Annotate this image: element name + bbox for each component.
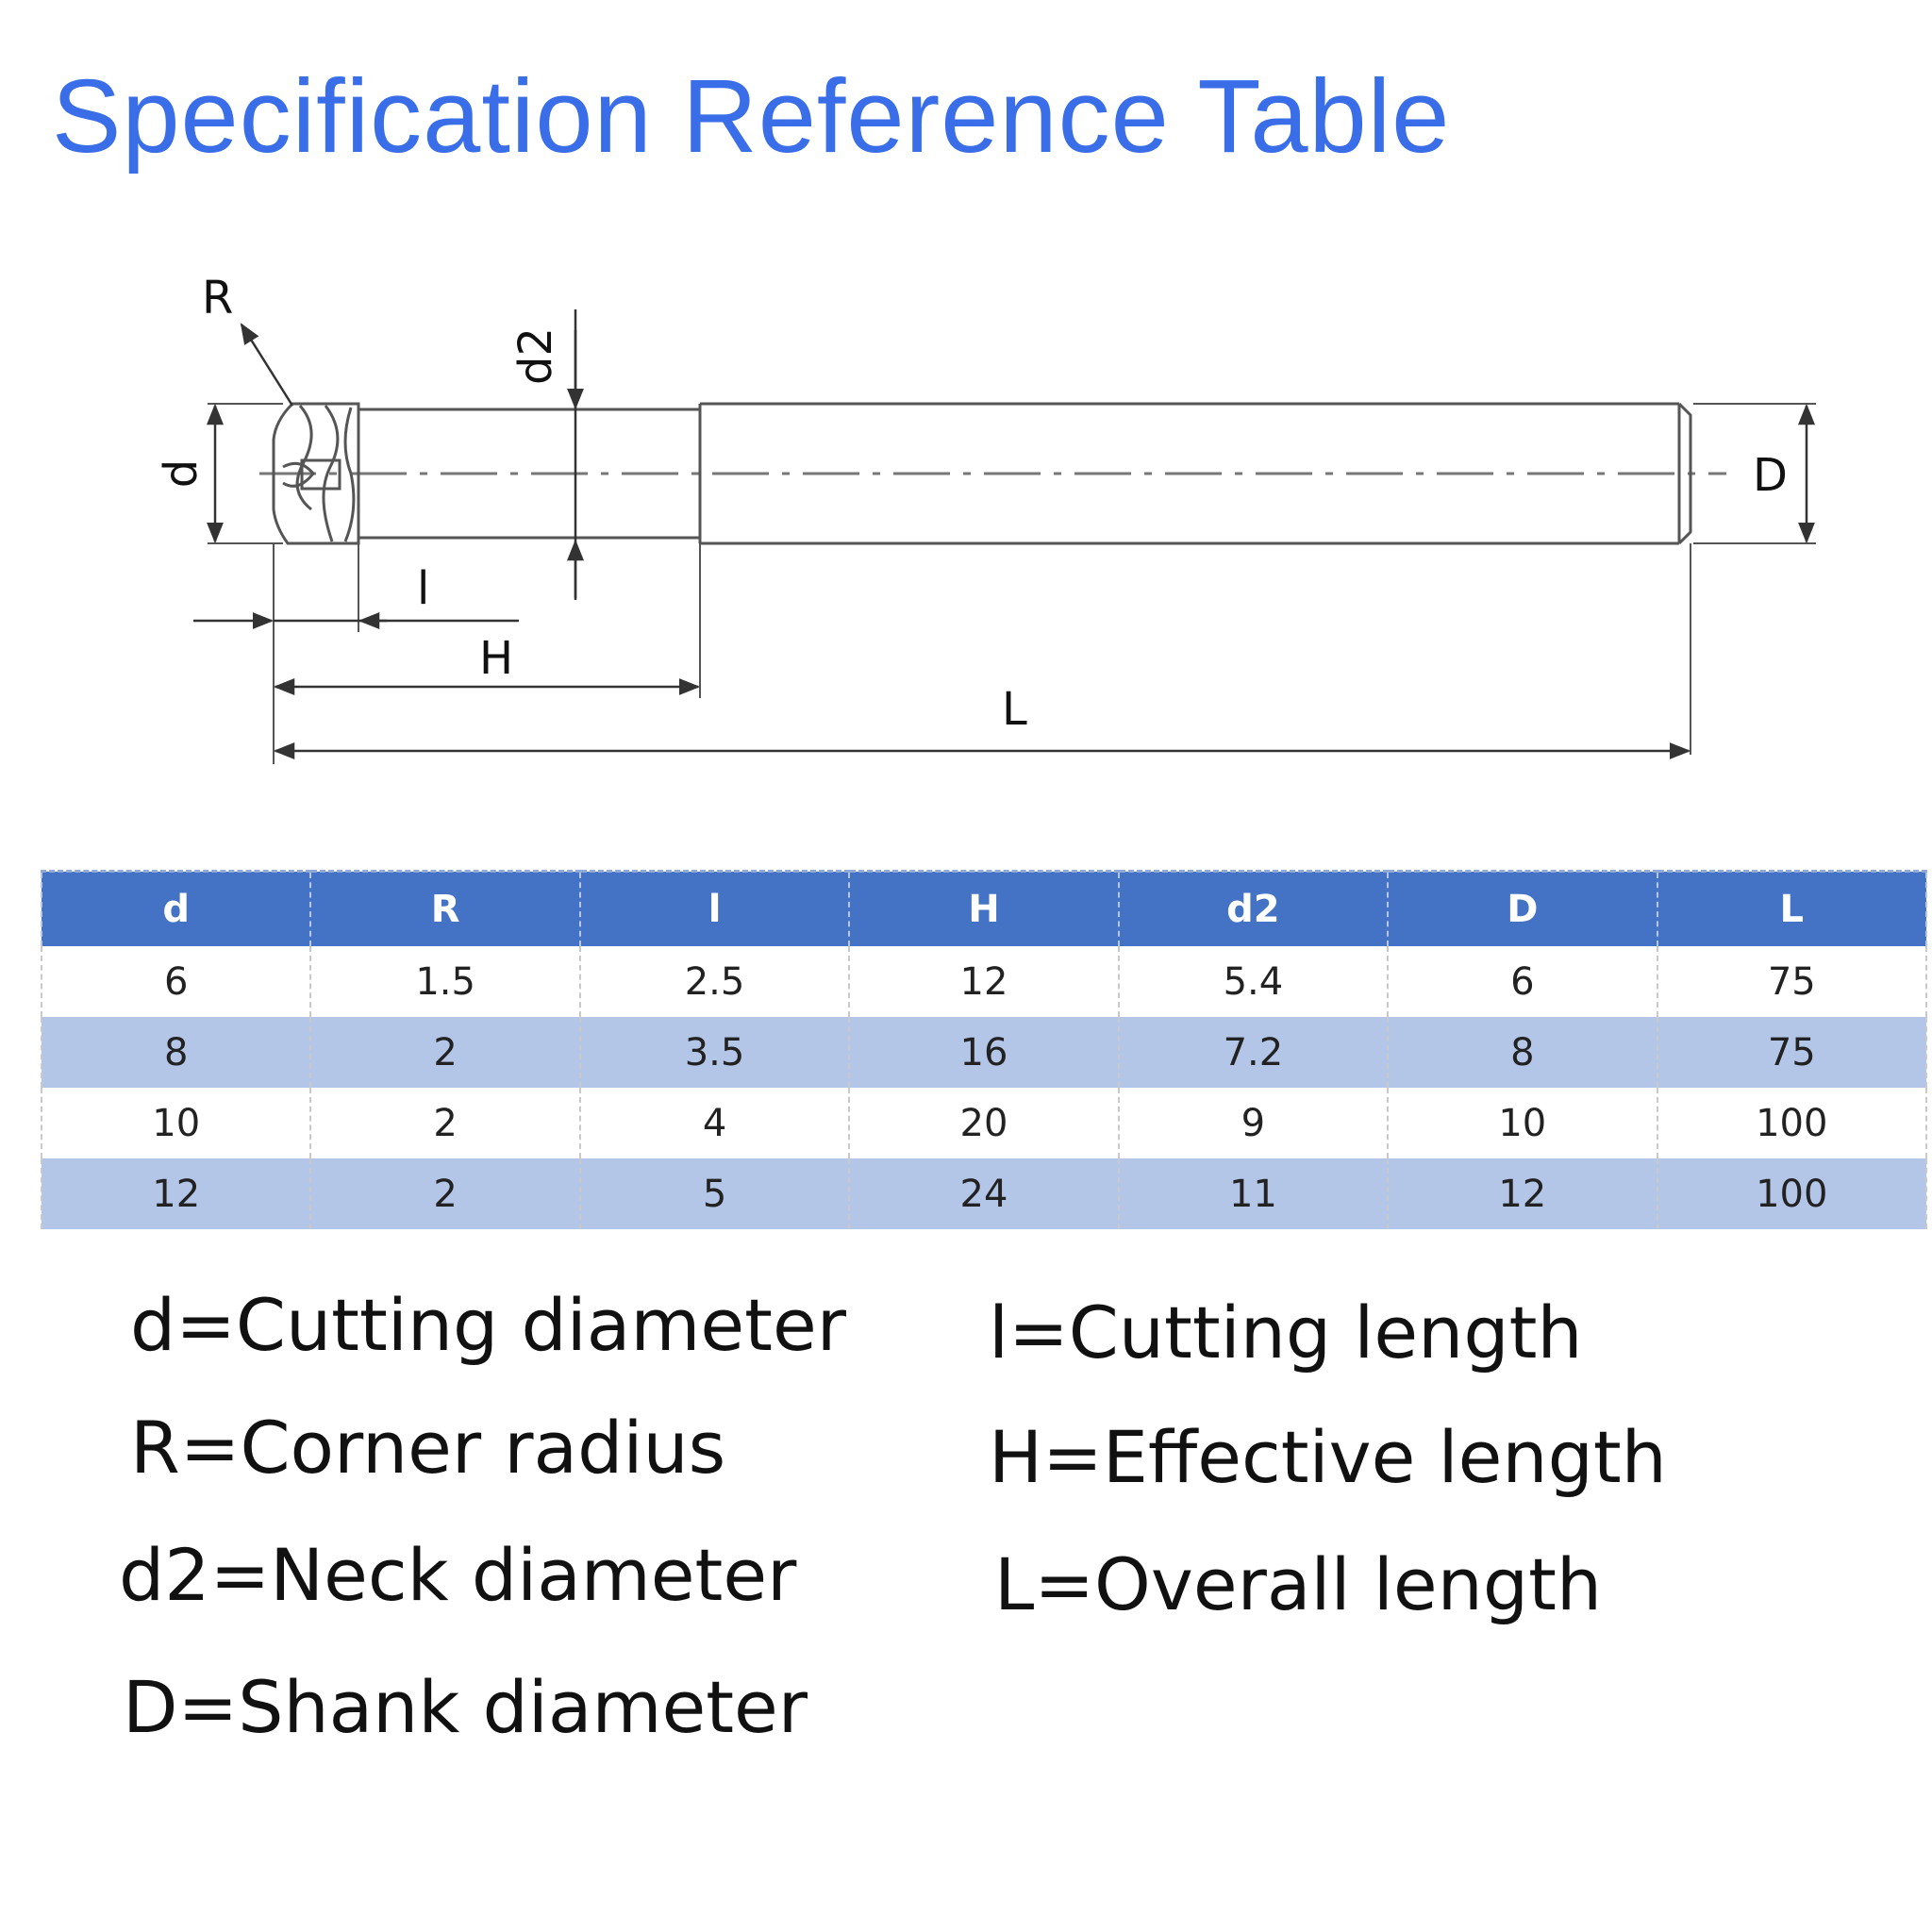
table-row: 6 1.5 2.5 12 5.4 6 75 <box>40 946 1928 1017</box>
table-cell: 5.4 <box>1117 946 1390 1017</box>
table-cell: 16 <box>848 1017 1120 1088</box>
table-cell: 6 <box>1387 946 1658 1017</box>
table-cell: 24 <box>848 1158 1120 1229</box>
table-cell: 10 <box>40 1088 312 1158</box>
table-cell: 2.5 <box>578 946 851 1017</box>
label-d: d <box>155 459 208 488</box>
spec-table: d R l H d2 D L 6 1.5 2.5 12 5.4 6 75 8 2… <box>40 870 1928 1229</box>
legend-neck-diameter: d2=Neck diameter <box>119 1533 797 1617</box>
table-cell: 7.2 <box>1117 1017 1390 1088</box>
label-r: R <box>202 272 233 325</box>
radius-leader <box>240 323 294 407</box>
header-cell: R <box>309 870 581 946</box>
label-L: L <box>1002 683 1027 736</box>
table-cell: 75 <box>1656 946 1928 1017</box>
table-cell: 5 <box>578 1158 851 1229</box>
table-cell: 8 <box>1387 1017 1658 1088</box>
table-cell: 11 <box>1117 1158 1390 1229</box>
table-cell: 9 <box>1117 1088 1390 1158</box>
table-cell: 2 <box>309 1158 581 1229</box>
table-cell: 6 <box>40 946 312 1017</box>
end-mill-drawing: R d2 d D l H L <box>155 272 1816 764</box>
table-cell: 100 <box>1656 1088 1928 1158</box>
header-cell: L <box>1656 870 1928 946</box>
tool-shank <box>698 402 1692 545</box>
label-D: D <box>1753 449 1788 502</box>
label-H: H <box>479 632 513 685</box>
label-d2: d2 <box>509 327 562 385</box>
legend-cutting-diameter: d=Cutting diameter <box>130 1283 846 1367</box>
table-cell: 75 <box>1656 1017 1928 1088</box>
table-cell: 8 <box>40 1017 312 1088</box>
legend-shank-diameter: D=Shank diameter <box>123 1665 808 1749</box>
table-row: 8 2 3.5 16 7.2 8 75 <box>40 1017 1928 1088</box>
page-title: Specification Reference Table <box>52 58 1451 175</box>
header-cell: l <box>578 870 851 946</box>
header-cell: d2 <box>1117 870 1390 946</box>
header-cell: d <box>40 870 312 946</box>
table-cell: 20 <box>848 1088 1120 1158</box>
table-cell: 100 <box>1656 1158 1928 1229</box>
legend-corner-radius: R=Corner radius <box>130 1406 726 1490</box>
table-cell: 1.5 <box>309 946 581 1017</box>
table-cell: 4 <box>578 1088 851 1158</box>
tool-neck <box>358 408 700 540</box>
label-l: l <box>417 562 429 615</box>
table-cell: 2 <box>309 1088 581 1158</box>
table-row: 12 2 5 24 11 12 100 <box>40 1158 1928 1229</box>
header-cell: D <box>1387 870 1658 946</box>
legend-effective-length: H=Effective length <box>989 1415 1667 1499</box>
table-cell: 3.5 <box>578 1017 851 1088</box>
table-cell: 12 <box>40 1158 312 1229</box>
legend-overall-length: L=Overall length <box>994 1542 1603 1626</box>
header-cell: H <box>848 870 1120 946</box>
table-cell: 10 <box>1387 1088 1658 1158</box>
table-header-row: d R l H d2 D L <box>40 870 1928 946</box>
table-cell: 2 <box>309 1017 581 1088</box>
legend-cutting-length: l=Cutting length <box>989 1291 1583 1374</box>
table-cell: 12 <box>848 946 1120 1017</box>
cutting-head <box>272 402 360 545</box>
table-cell: 12 <box>1387 1158 1658 1229</box>
table-row: 10 2 4 20 9 10 100 <box>40 1088 1928 1158</box>
